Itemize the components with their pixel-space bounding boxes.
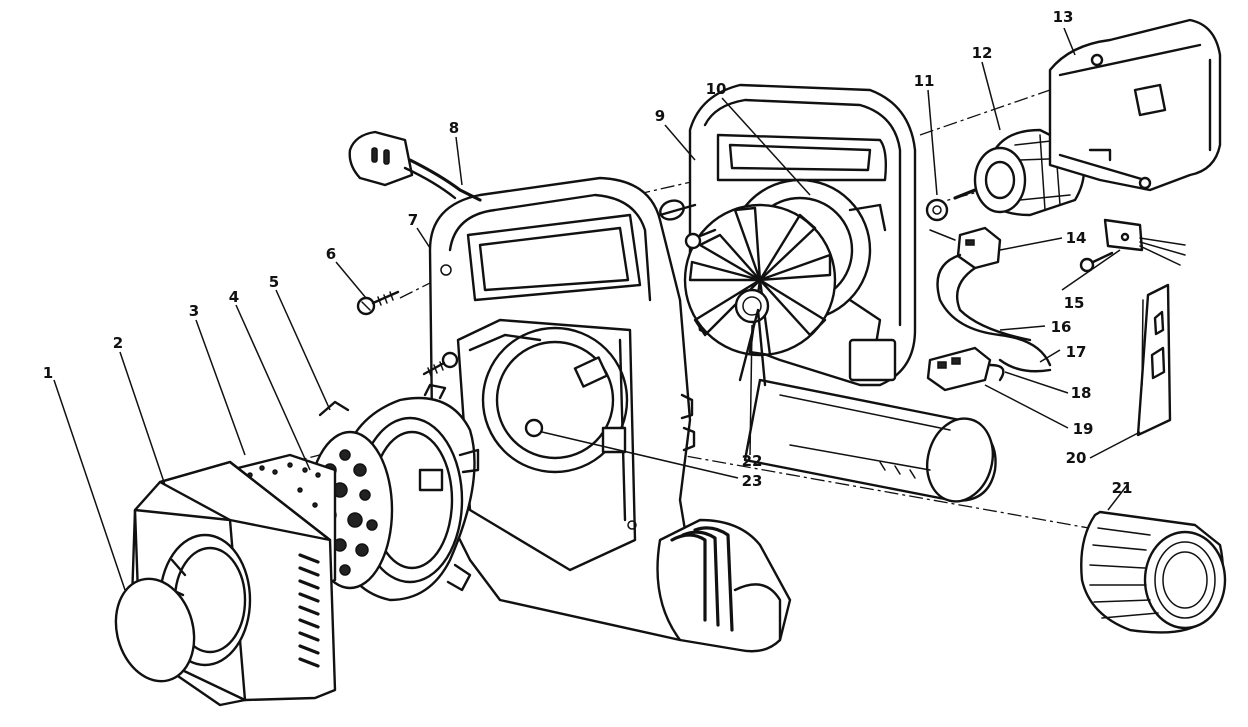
callout-5: 5 <box>269 273 279 291</box>
callout-3: 3 <box>189 302 199 320</box>
callout-19: 19 <box>1073 420 1094 438</box>
callout-22: 22 <box>742 452 763 470</box>
callout-17: 17 <box>1066 343 1087 361</box>
callout-18: 18 <box>1071 384 1092 402</box>
callout-21: 21 <box>1112 479 1133 497</box>
leader-lines <box>53 27 1141 591</box>
callout-20: 20 <box>1066 449 1087 467</box>
callout-7: 7 <box>408 211 418 229</box>
callout-13: 13 <box>1053 8 1074 26</box>
callout-labels: 1 2 3 4 5 6 7 8 9 10 11 12 13 14 15 16 1… <box>43 8 1133 497</box>
power-cord-plug-icon <box>348 130 482 202</box>
switch-plate-icon <box>1136 283 1172 437</box>
screw-icon <box>356 290 459 377</box>
callout-15: 15 <box>1064 294 1085 312</box>
washer-icon <box>925 198 949 222</box>
switch-icon <box>956 226 1002 270</box>
cord-clamp-icon <box>658 199 717 250</box>
blower-tube-icon <box>743 378 997 503</box>
callout-23: 23 <box>742 472 763 490</box>
callout-16: 16 <box>1051 318 1072 336</box>
callout-10: 10 <box>706 80 727 98</box>
impeller-fan-icon <box>683 203 837 387</box>
wire-lead-icon <box>929 229 1052 373</box>
callout-9: 9 <box>655 107 665 125</box>
housing-half-left-icon <box>428 176 792 653</box>
connector-block-icon <box>926 346 1005 392</box>
nozzle-tip-icon <box>1080 510 1227 634</box>
clear-disc-icon <box>114 577 196 683</box>
callout-6: 6 <box>326 245 336 263</box>
callout-12: 12 <box>972 44 993 62</box>
callout-4: 4 <box>229 288 239 306</box>
callout-14: 14 <box>1066 229 1087 247</box>
terminal-plate-icon <box>1079 218 1186 273</box>
intake-grille-cover-icon <box>130 460 337 707</box>
callout-1: 1 <box>43 364 53 382</box>
callout-11: 11 <box>914 72 935 90</box>
callout-8: 8 <box>449 119 459 137</box>
motor-cover-icon <box>1048 18 1222 192</box>
callout-2: 2 <box>113 334 123 352</box>
